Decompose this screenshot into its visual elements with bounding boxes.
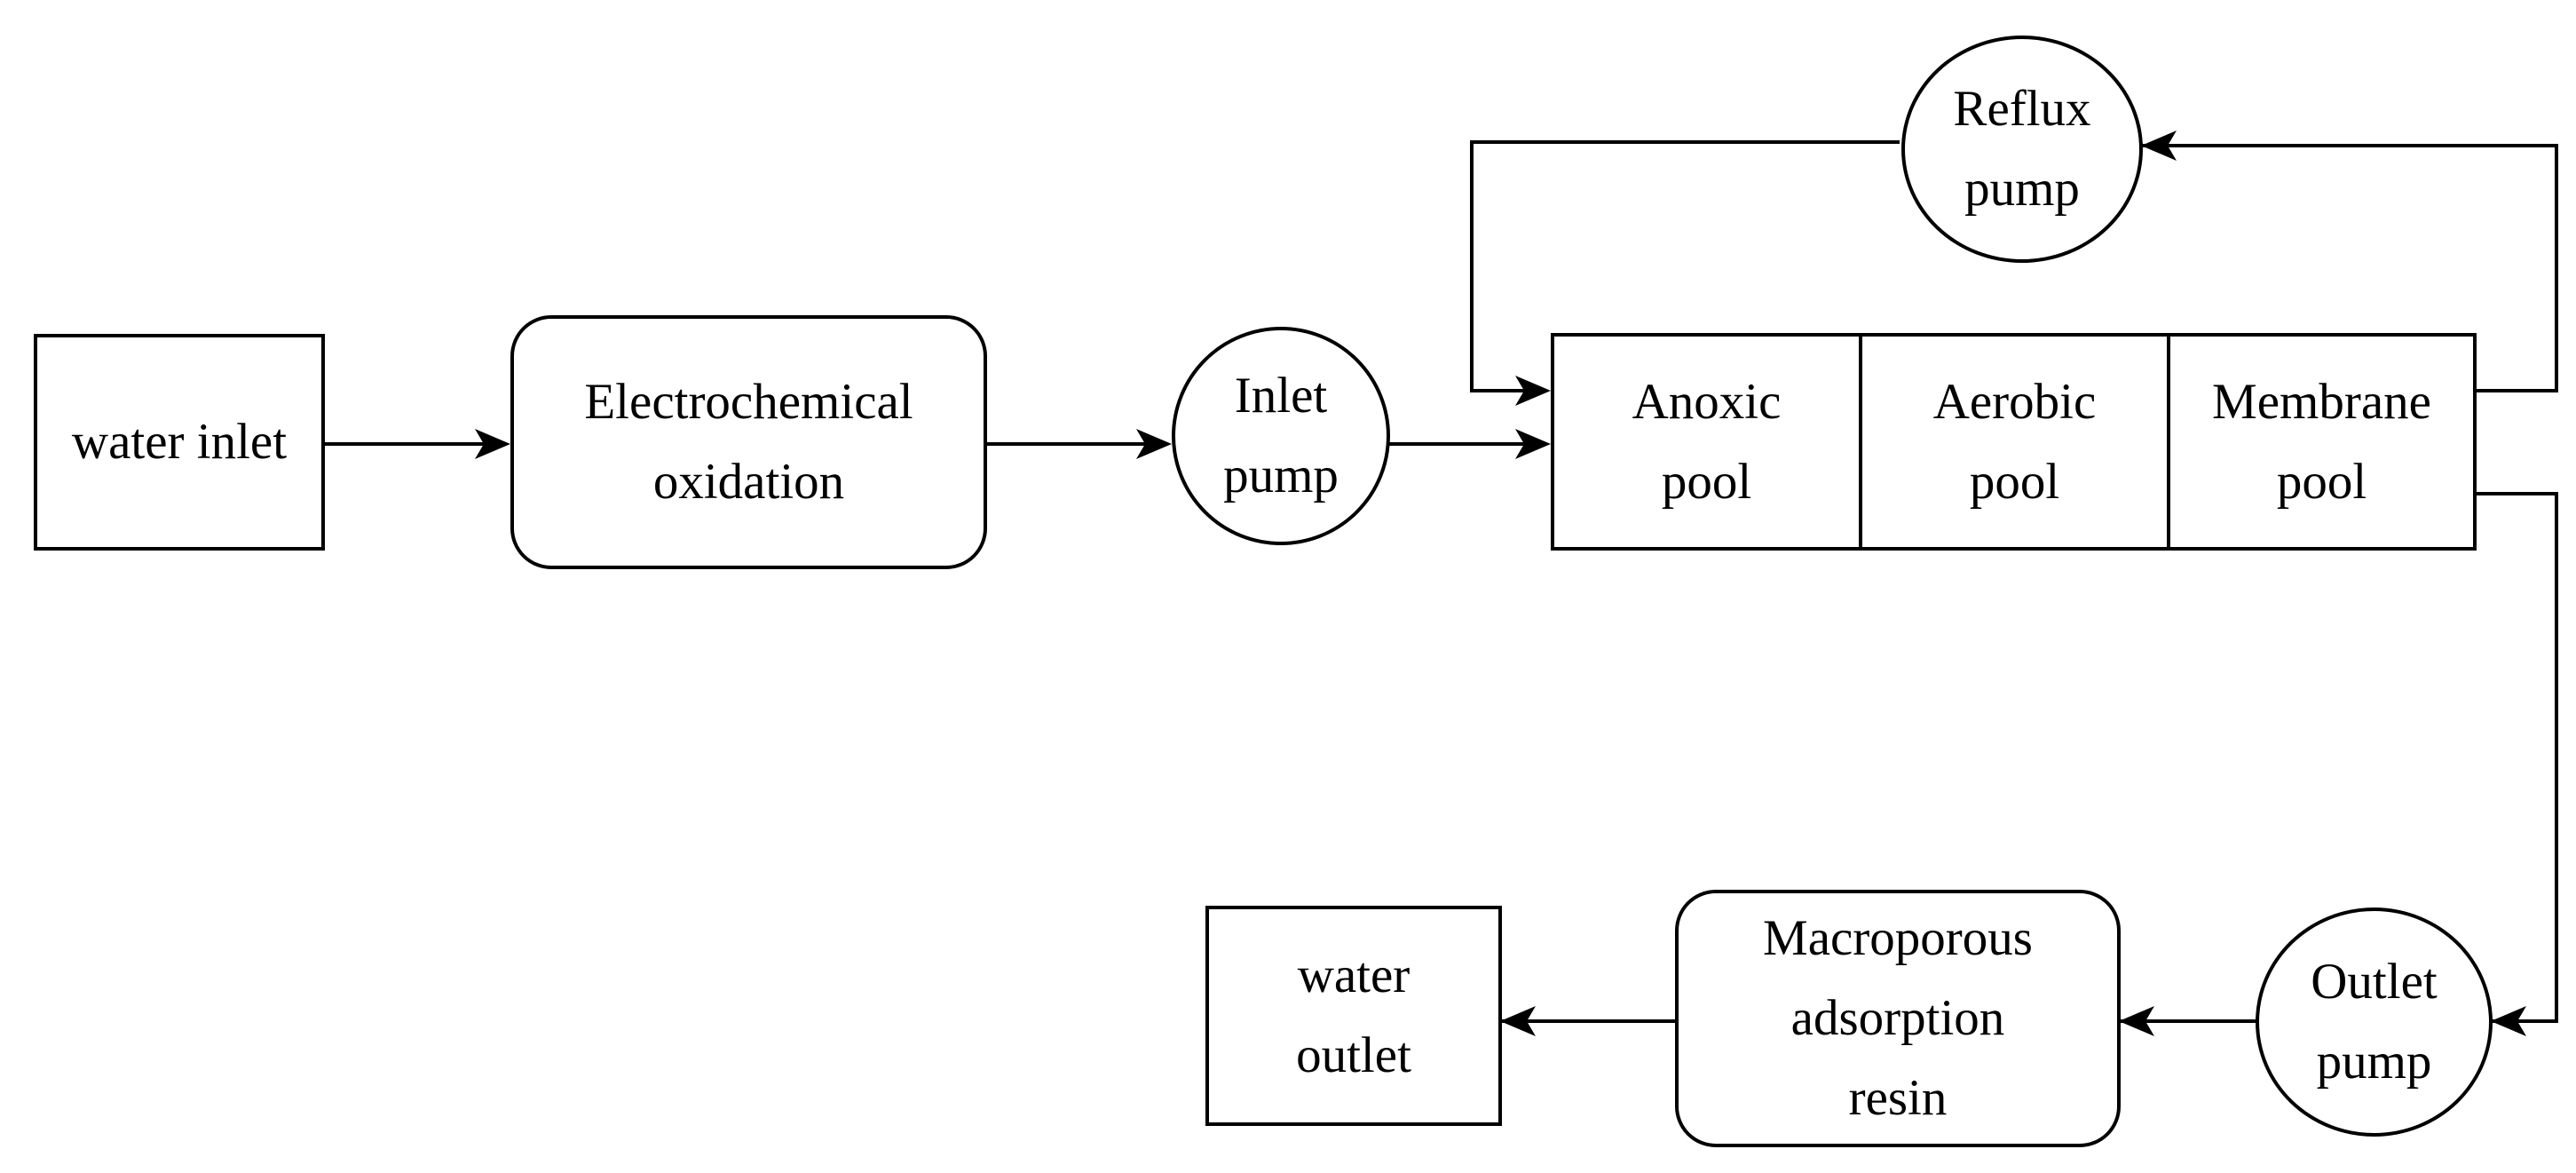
arrowhead bbox=[2119, 1006, 2154, 1036]
arrowhead bbox=[1515, 429, 1551, 459]
node-label-line: pump bbox=[2316, 1034, 2432, 1090]
node-label-line: Anoxic bbox=[1632, 373, 1782, 430]
node-label-line: Macroporous bbox=[1763, 910, 2033, 966]
arrowhead bbox=[1515, 376, 1551, 406]
node-label-line: water bbox=[1297, 947, 1410, 1003]
node-label-line: Electrochemical bbox=[584, 374, 913, 430]
node-label-line: Outlet bbox=[2311, 954, 2438, 1010]
edge-membrane-pool-to-reflux-pump bbox=[2141, 144, 2558, 392]
node-label-line: water inlet bbox=[71, 414, 288, 470]
node-label-line: adsorption bbox=[1790, 990, 2005, 1046]
node-label-line: Reflux bbox=[1953, 81, 2091, 137]
node-label-line: pool bbox=[1969, 453, 2060, 510]
node-label-line: resin bbox=[1848, 1070, 1948, 1126]
edge-reflux-pump-to-anoxic-pool bbox=[1470, 140, 1900, 392]
node-label-line: oxidation bbox=[652, 454, 845, 510]
electrochemical-oxidation-box: Electrochemical oxidation bbox=[510, 315, 987, 569]
outlet-pump-circle: Outlet pump bbox=[2256, 907, 2493, 1137]
macroporous-adsorption-resin-box: Macroporous adsorption resin bbox=[1675, 890, 2121, 1147]
aerobic-pool-cell: Aerobic pool bbox=[1859, 333, 2170, 551]
anoxic-pool-cell: Anoxic pool bbox=[1551, 333, 1862, 551]
reflux-pump-circle: Reflux pump bbox=[1901, 36, 2143, 263]
water-outlet-box: water outlet bbox=[1205, 906, 1502, 1126]
arrowhead bbox=[1500, 1006, 1536, 1036]
arrowhead bbox=[1136, 429, 1172, 459]
node-label-line: Membrane bbox=[2212, 373, 2431, 430]
edge-membrane-pool-to-outlet-pump bbox=[2475, 492, 2558, 1023]
node-label-line: outlet bbox=[1296, 1027, 1411, 1083]
node-label-line: pool bbox=[2276, 453, 2367, 510]
membrane-pool-cell: Membrane pool bbox=[2167, 333, 2477, 551]
water-inlet-box: water inlet bbox=[34, 334, 325, 551]
node-label-line: Aerobic bbox=[1932, 373, 2097, 430]
inlet-pump-circle: Inlet pump bbox=[1172, 327, 1390, 545]
arrowhead bbox=[475, 429, 510, 459]
arrowhead bbox=[2491, 1006, 2526, 1036]
node-label-line: Inlet bbox=[1234, 368, 1328, 424]
node-label-line: pump bbox=[1223, 448, 1339, 503]
arrowhead bbox=[2141, 131, 2177, 161]
node-label-line: pump bbox=[1964, 161, 2080, 217]
node-label-line: pool bbox=[1661, 453, 1752, 510]
